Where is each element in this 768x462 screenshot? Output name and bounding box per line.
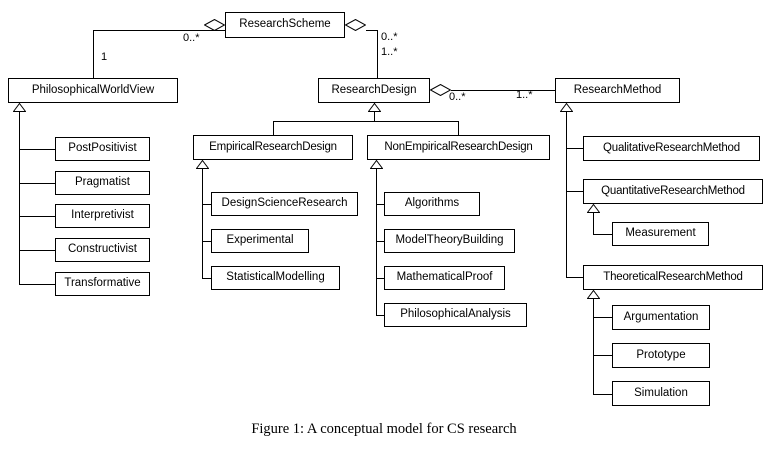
class-box-theoretical-research-method[interactable]: TheoreticalResearchMethod (583, 265, 763, 290)
theoretical-gen-b3 (593, 394, 612, 395)
generalization-triangle-quantitative (587, 204, 600, 213)
quantitative-gen-b1 (593, 234, 612, 235)
class-box-quantitative-research-method[interactable]: QuantitativeResearchMethod (583, 179, 763, 204)
multiplicity-scheme-design-one-many: 1..* (381, 46, 398, 58)
multiplicity-scheme-design-many: 0..* (381, 31, 398, 43)
class-box-experimental[interactable]: Experimental (211, 229, 309, 253)
class-box-statistical-modelling[interactable]: StatisticalModelling (211, 266, 340, 290)
nonempirical-gen-b2 (376, 241, 385, 242)
class-box-argumentation[interactable]: Argumentation (612, 305, 710, 330)
class-box-mathematical-proof[interactable]: MathematicalProof (384, 266, 505, 290)
design-gen-right (458, 121, 459, 135)
class-box-pragmatist[interactable]: Pragmatist (55, 171, 150, 195)
design-gen-trunk (273, 121, 459, 122)
worldview-gen-b5 (19, 284, 55, 285)
empirical-gen-trunk (202, 169, 203, 279)
worldview-gen-b4 (19, 250, 55, 251)
class-box-constructivist[interactable]: Constructivist (55, 238, 150, 262)
worldview-gen-b2 (19, 183, 55, 184)
method-gen-b3 (566, 277, 584, 278)
method-gen-trunk (566, 112, 567, 278)
empirical-gen-b3 (202, 278, 211, 279)
class-box-empirical-research-design[interactable]: EmpiricalResearchDesign (193, 135, 353, 160)
scheme-to-worldview-horizontal (93, 30, 226, 31)
theoretical-gen-b2 (593, 355, 612, 356)
method-gen-b1 (566, 148, 584, 149)
aggregation-diamond-design-method (430, 84, 451, 96)
class-box-algorithms[interactable]: Algorithms (384, 192, 480, 216)
method-gen-b2 (566, 191, 584, 192)
theoretical-gen-trunk (593, 299, 594, 394)
figure-caption: Figure 1: A conceptual model for CS rese… (251, 421, 517, 437)
theoretical-gen-b1 (593, 317, 612, 318)
design-gen-stem (374, 103, 375, 121)
class-box-post-positivist[interactable]: PostPositivist (55, 137, 150, 161)
quantitative-gen-trunk (593, 213, 594, 234)
scheme-to-design-horizontal (366, 30, 378, 31)
generalization-triangle-design (368, 103, 381, 112)
multiplicity-design-method-many: 0..* (449, 91, 466, 103)
class-box-transformative[interactable]: Transformative (55, 272, 150, 296)
nonempirical-gen-trunk (376, 169, 377, 316)
generalization-triangle-theoretical (587, 290, 600, 299)
class-box-interpretivist[interactable]: Interpretivist (55, 204, 150, 228)
class-box-qualitative-research-method[interactable]: QualitativeResearchMethod (583, 136, 760, 161)
aggregation-diamond-scheme-design (345, 19, 366, 31)
nonempirical-gen-b3 (376, 278, 385, 279)
worldview-gen-b1 (19, 149, 55, 150)
class-box-philosophical-world-view[interactable]: PhilosophicalWorldView (8, 78, 178, 103)
empirical-gen-b2 (202, 241, 211, 242)
aggregation-diamond-scheme-worldview (204, 19, 225, 31)
nonempirical-gen-b1 (376, 204, 385, 205)
empirical-gen-b1 (202, 204, 211, 205)
multiplicity-worldview-one: 1 (101, 51, 108, 63)
worldview-gen-b3 (19, 216, 55, 217)
scheme-to-worldview-vertical (93, 30, 94, 78)
worldview-gen-trunk (19, 112, 20, 284)
multiplicity-scheme-worldview-many: 0..* (183, 32, 200, 44)
nonempirical-gen-b4 (376, 315, 385, 316)
generalization-triangle-method (560, 103, 573, 112)
scheme-to-design-vertical (377, 30, 378, 78)
class-box-non-empirical-research-design[interactable]: NonEmpiricalResearchDesign (367, 135, 550, 160)
generalization-triangle-empirical (196, 160, 209, 169)
generalization-triangle-worldview (13, 103, 26, 112)
class-box-research-method[interactable]: ResearchMethod (555, 78, 680, 103)
design-gen-left (273, 121, 274, 135)
class-box-design-science-research[interactable]: DesignScienceResearch (211, 192, 358, 216)
multiplicity-method-one-many: 1..* (516, 89, 533, 101)
design-to-method-horizontal (451, 90, 555, 91)
class-box-measurement[interactable]: Measurement (612, 222, 709, 246)
class-box-model-theory-building[interactable]: ModelTheoryBuilding (384, 229, 515, 253)
class-box-prototype[interactable]: Prototype (612, 343, 710, 368)
class-box-philosophical-analysis[interactable]: PhilosophicalAnalysis (384, 303, 527, 327)
class-box-simulation[interactable]: Simulation (612, 381, 710, 406)
generalization-triangle-nonempirical (370, 160, 383, 169)
class-box-research-scheme[interactable]: ResearchScheme (225, 12, 345, 38)
class-box-research-design[interactable]: ResearchDesign (318, 78, 430, 103)
